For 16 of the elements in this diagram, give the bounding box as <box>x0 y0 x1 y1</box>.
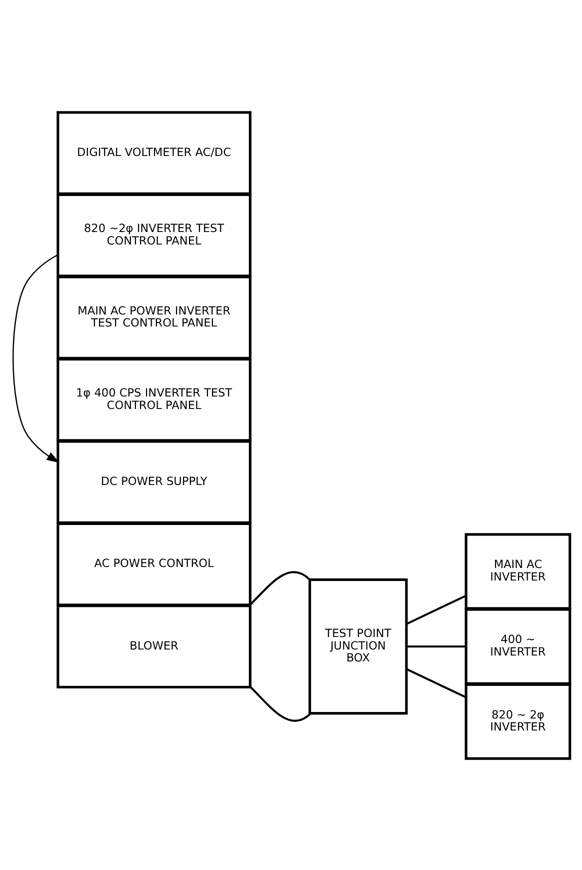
node-box: 820 ~2φ INVERTER TEST CONTROL PANEL <box>56 192 251 277</box>
node-box: 820 ~ 2φ INVERTER <box>464 682 571 760</box>
node-box: DIGITAL VOLTMETER AC/DC <box>56 110 251 194</box>
connector <box>406 644 466 648</box>
connector <box>406 668 466 698</box>
connector <box>406 594 466 624</box>
node-box: TEST POINT JUNCTION BOX <box>308 578 408 714</box>
node-box: 1φ 400 CPS INVERTER TEST CONTROL PANEL <box>56 357 251 442</box>
node-box: DC POWER SUPPLY <box>56 440 251 524</box>
connector <box>248 685 311 722</box>
node-box: MAIN AC INVERTER <box>464 532 571 610</box>
node-box: MAIN AC POWER INVERTER TEST CONTROL PANEL <box>56 275 251 359</box>
node-box: 400 ~ INVERTER <box>464 608 571 684</box>
node-box: AC POWER CONTROL <box>56 522 251 606</box>
node-box: BLOWER <box>56 604 251 688</box>
arrow <box>12 254 59 462</box>
